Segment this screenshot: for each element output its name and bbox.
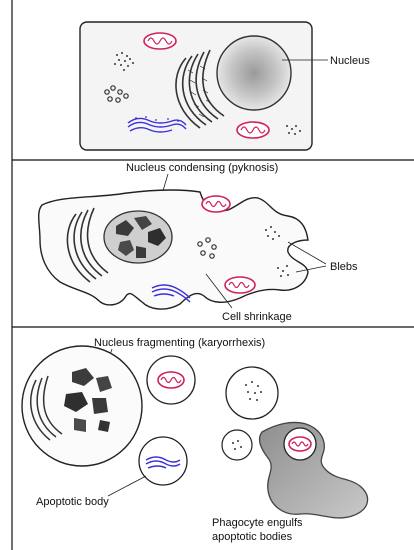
condensed-nucleus: [104, 211, 172, 263]
label-nucleus: Nucleus: [330, 55, 370, 67]
panel-shrinking-cell: Nucleus condensing (pyknosis): [39, 162, 358, 323]
apoptotic-body-small: [222, 430, 252, 460]
mitochondrion-icon: [225, 277, 255, 293]
fragmented-nucleus-body: [22, 346, 142, 466]
label-phagocyte-line1: Phagocyte engulfs: [212, 517, 303, 529]
panel-fragmentation: Nucleus fragmenting (karyorrhexis): [22, 337, 368, 543]
mitochondrion-icon: [289, 437, 311, 451]
apoptotic-body-ribosomes: [226, 367, 278, 419]
mitochondrion-icon: [158, 372, 184, 388]
apoptotic-body: [139, 437, 187, 485]
label-nucleus-condensing: Nucleus condensing (pyknosis): [126, 162, 278, 174]
mitochondrion-icon: [144, 33, 176, 49]
label-nucleus-fragmenting: Nucleus fragmenting (karyorrhexis): [94, 337, 265, 349]
label-blebs: Blebs: [330, 261, 358, 273]
label-cell-shrinkage: Cell shrinkage: [222, 311, 292, 323]
label-phagocyte-line2: apoptotic bodies: [212, 531, 293, 543]
apoptotic-body-pointer: [108, 476, 146, 496]
mitochondrion-icon: [237, 122, 269, 138]
nucleus: [217, 36, 291, 110]
mitochondrion-icon: [202, 196, 230, 212]
label-apoptotic-body: Apoptotic body: [36, 496, 109, 508]
panel-normal-cell: Nucleus: [80, 22, 370, 150]
